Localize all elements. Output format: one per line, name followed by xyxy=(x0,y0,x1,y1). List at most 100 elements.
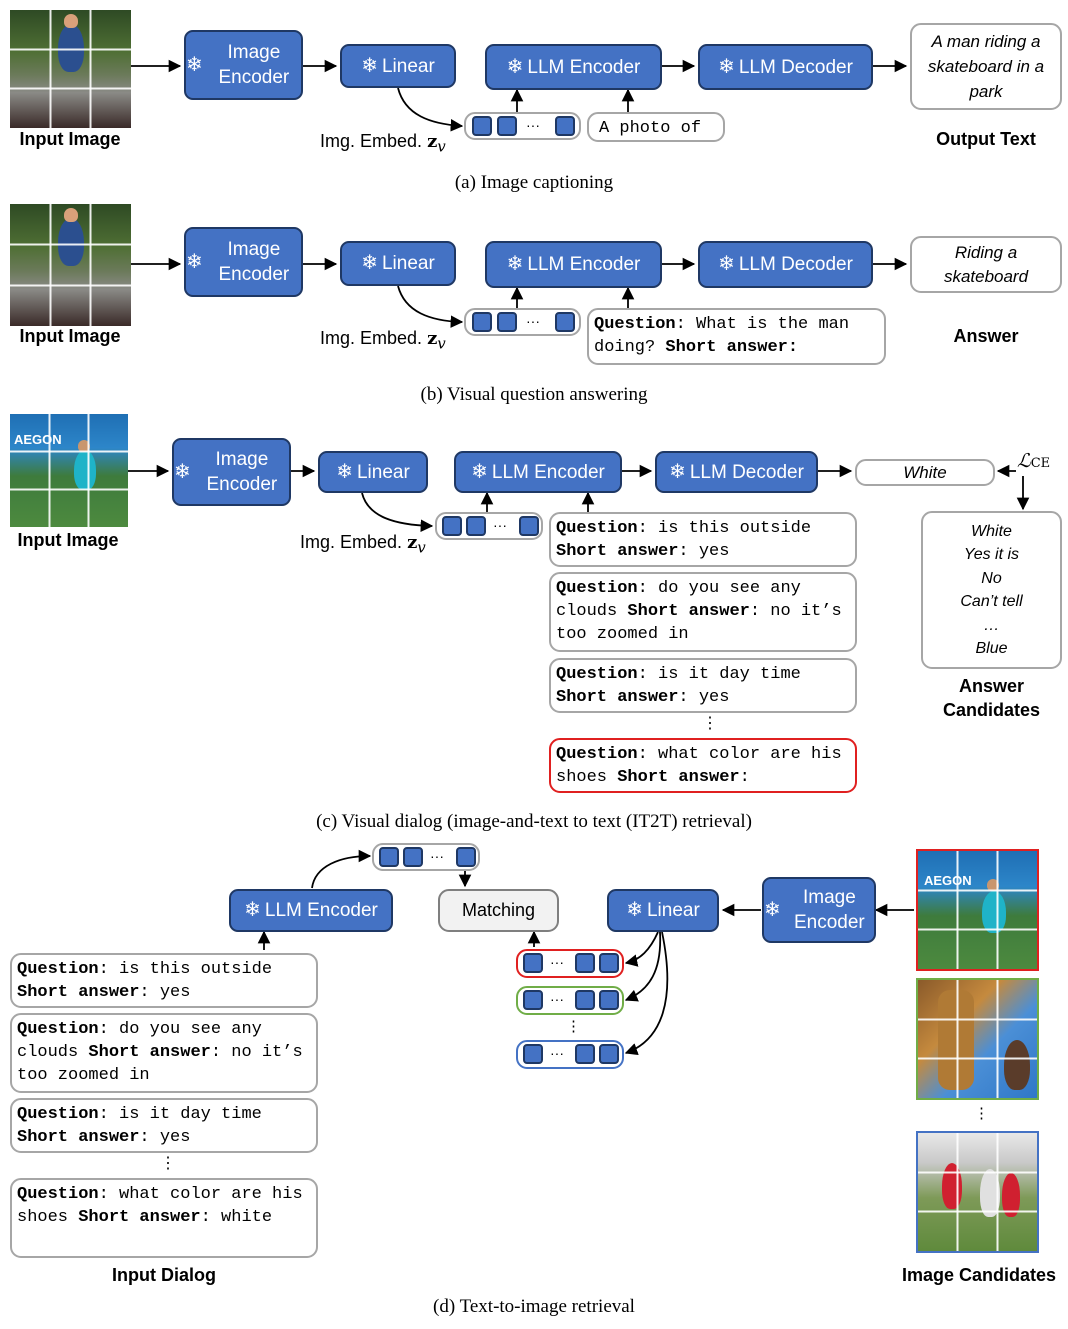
snowflake-icon: ❄ xyxy=(471,460,488,483)
snowflake-icon: ❄ xyxy=(718,253,735,275)
img-embed-label: Img. Embed. zv xyxy=(300,532,426,557)
output-answer-box: White xyxy=(855,459,995,486)
snowflake-icon: ❄ xyxy=(626,899,643,921)
image-encoder-block: ❄ Image Encoder xyxy=(184,30,303,100)
output-text-box: A man riding a skateboard in a park xyxy=(910,23,1062,110)
embed-token xyxy=(523,1044,543,1064)
question-text: : What is the man doing? xyxy=(594,315,850,357)
embed-token xyxy=(379,847,399,867)
arrow-d-linear-to-embed2 xyxy=(624,931,662,1002)
llm-encoder-block: ❄LLM Encoder xyxy=(229,889,393,932)
embed-ellipsis: ··· xyxy=(526,117,540,133)
input-image-label: Input Image xyxy=(17,530,119,550)
caption-b: (b) Visual question answering xyxy=(420,384,648,405)
llm-decoder-block: ❄LLM Decoder xyxy=(655,451,818,493)
embed-token xyxy=(555,116,575,136)
candidates-vdots: ⋮ xyxy=(974,1105,989,1122)
dialog-turn: Question: what color are his shoes Short… xyxy=(10,1178,318,1258)
snowflake-icon: ❄ xyxy=(361,54,378,77)
embed-token xyxy=(472,116,492,136)
embed-token xyxy=(575,990,595,1010)
image-embedding-box: ··· xyxy=(464,308,581,336)
linear-label: Linear xyxy=(381,253,435,274)
embed-token xyxy=(403,847,423,867)
llm-encoder-block: ❄LLM Encoder xyxy=(454,451,622,493)
caption-d: (d) Text-to-image retrieval xyxy=(433,1296,635,1317)
embed-token xyxy=(575,953,595,973)
image-encoder-block: ❄Image Encoder xyxy=(762,877,876,943)
img-embed-label: Img. Embed. zv xyxy=(320,131,446,156)
answer-text: Riding a skateboard xyxy=(943,242,1029,286)
dialog-turn-current: Question: what color are his shoes Short… xyxy=(549,738,857,793)
linear-block: ❄Linear xyxy=(340,44,456,88)
snowflake-icon: ❄ xyxy=(764,898,781,921)
candidate-item: Blue xyxy=(975,640,1008,657)
snowflake-icon: ❄ xyxy=(186,250,203,273)
llm-encoder-block: ❄LLM Encoder xyxy=(485,44,662,90)
input-dialog-label: Input Dialog xyxy=(112,1265,216,1285)
input-image-tennis: AEGON xyxy=(10,414,128,527)
dialog-turn: Question: is this outside Short answer: … xyxy=(549,512,857,567)
linear-block: ❄Linear xyxy=(607,889,719,932)
embed-token xyxy=(555,312,575,332)
llm-encoder-label: LLM Encoder xyxy=(527,56,641,78)
image-embedding-box: ··· xyxy=(435,512,543,540)
embed-token xyxy=(456,847,476,867)
linear-label: Linear xyxy=(356,461,410,483)
arrow-d-linear-to-embed3 xyxy=(624,931,669,1056)
image-embedding-blue: ··· xyxy=(516,1040,624,1069)
llm-encoder-label: LLM Encoder xyxy=(491,461,605,483)
image-embedding-red: ··· xyxy=(516,949,624,978)
dialog-vdots: ⋮ xyxy=(160,1155,176,1172)
llm-encoder-label: LLM Encoder xyxy=(527,254,641,275)
prompt-text: A photo of xyxy=(599,119,702,138)
llm-encoder-block: ❄LLM Encoder xyxy=(485,241,662,288)
embed-token xyxy=(523,990,543,1010)
arrow-b-linear-to-embed xyxy=(397,285,464,328)
input-image-skateboard xyxy=(10,204,131,326)
snowflake-icon: ❄ xyxy=(186,53,203,76)
embed-vdots: ⋮ xyxy=(566,1018,581,1035)
input-image-skateboard xyxy=(10,10,131,128)
image-encoder-label: Image Encoder xyxy=(218,42,290,88)
text-embedding-box: ··· xyxy=(372,843,480,871)
input-image-label: Input Image xyxy=(19,129,121,149)
arrow-a-linear-to-embed xyxy=(397,87,464,132)
prompt-box: A photo of xyxy=(587,112,725,142)
embed-token xyxy=(519,516,539,536)
image-encoder-block: ❄Image Encoder xyxy=(184,227,303,297)
embed-token xyxy=(497,116,517,136)
embed-ellipsis: ··· xyxy=(526,313,540,329)
llm-decoder-label: LLM Decoder xyxy=(689,461,804,483)
candidate-image-giraffe xyxy=(916,978,1039,1100)
answer-box: Riding a skateboard xyxy=(910,236,1062,293)
snowflake-icon: ❄ xyxy=(669,460,686,483)
caption-a: (a) Image captioning xyxy=(454,172,614,193)
snowflake-icon: ❄ xyxy=(506,253,524,275)
candidate-image-tennis: AEGON xyxy=(916,849,1039,971)
llm-decoder-label: LLM Decoder xyxy=(738,56,853,78)
dialog-turn: Question: is it day time Short answer: y… xyxy=(10,1098,318,1153)
dialog-turn: Question: do you see any clouds Short an… xyxy=(549,572,857,652)
embed-ellipsis: ··· xyxy=(550,954,564,970)
snowflake-icon: ❄ xyxy=(506,55,524,78)
embed-token xyxy=(472,312,492,332)
llm-encoder-label: LLM Encoder xyxy=(264,900,378,921)
output-text-label: Output Text xyxy=(936,129,1036,149)
matching-block: Matching xyxy=(438,889,559,932)
answer-label: Answer xyxy=(953,326,1019,346)
llm-decoder-label: LLM Decoder xyxy=(738,254,853,275)
candidate-item: No xyxy=(981,569,1002,587)
dialog-turn: Question: do you see any clouds Short an… xyxy=(10,1013,318,1093)
embed-token xyxy=(497,312,517,332)
dialog-vdots: ⋮ xyxy=(702,715,718,732)
snowflake-icon: ❄ xyxy=(174,460,191,483)
candidate-item: Yes it is xyxy=(963,546,1020,563)
embed-ellipsis: ··· xyxy=(493,517,507,533)
image-embedding-green: ··· xyxy=(516,986,624,1015)
arrow-d-llm-to-embed xyxy=(311,849,372,889)
linear-block: ❄Linear xyxy=(340,241,456,286)
embed-token xyxy=(523,953,543,973)
